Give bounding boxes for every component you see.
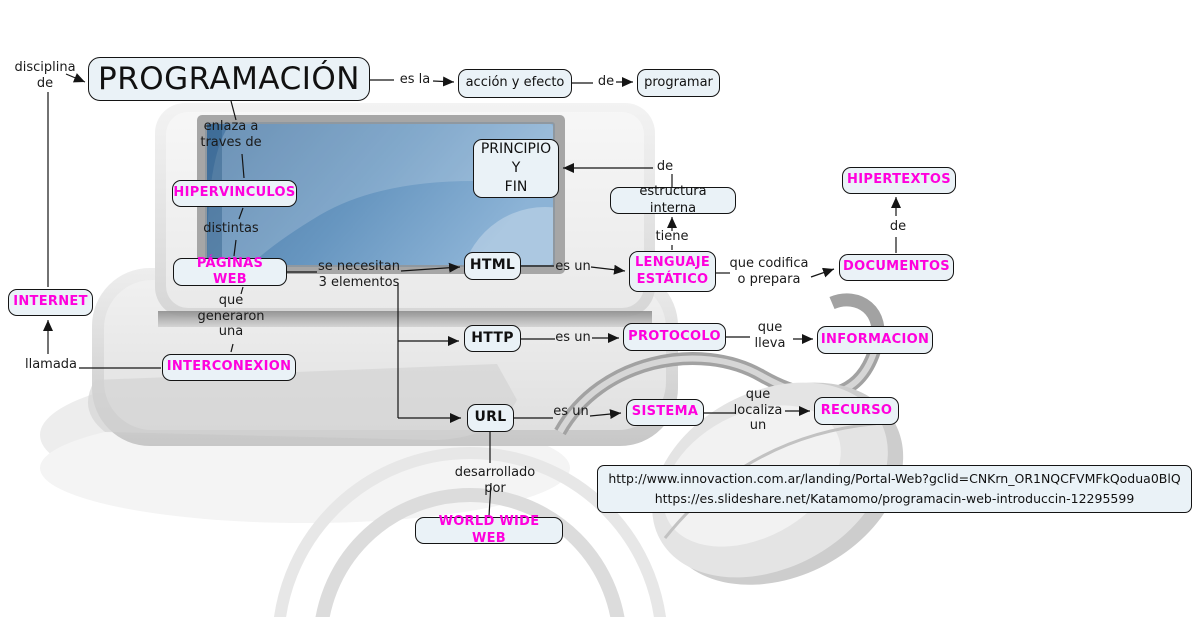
edge-distintas-paginasweb: [233, 239, 237, 257]
node-hipervinculos[interactable]: HIPERVINCULOS: [172, 180, 297, 207]
node-programar[interactable]: programar: [637, 69, 720, 97]
edge-label-que-localiza: que localiza un: [733, 387, 783, 434]
node-sistema[interactable]: SISTEMA: [626, 399, 704, 426]
node-principio-y-fin[interactable]: PRINCIPIO Y FIN: [473, 139, 559, 198]
node-recurso[interactable]: RECURSO: [814, 397, 899, 425]
edge-enlaza-hipervinculos: [241, 153, 245, 179]
edge-label-llamada: llamada: [24, 357, 78, 372]
node-informacion[interactable]: INFORMACION: [817, 326, 933, 354]
edge-label-es-un-http: es un: [555, 330, 591, 345]
edge-label-se-necesitan: se necesitan 3 elementos: [318, 259, 400, 290]
base-band: [87, 364, 518, 440]
edge-codifica-documentos: [810, 267, 835, 278]
edge-una-interconexion: [230, 343, 234, 353]
node-world-wide-web[interactable]: WORLD WIDE WEB: [415, 514, 563, 546]
edge-label-es-un-html: es un: [555, 259, 591, 274]
node-paginas-web[interactable]: PÁGINAS WEB: [173, 256, 287, 287]
edge-label-es-un-url: es un: [553, 404, 589, 419]
node-html[interactable]: HTML: [464, 252, 521, 280]
edge-label-de-principio: de: [656, 159, 674, 174]
node-hipertextos[interactable]: HIPERTEXTOS: [842, 167, 956, 194]
node-estructura-interna[interactable]: estructura interna: [610, 184, 736, 216]
cable-swirl: [274, 447, 666, 617]
edge-esun-lenguaje: [590, 264, 626, 275]
edge-label-que-generaron: que generaron una: [197, 293, 265, 340]
node-protocolo[interactable]: PROTOCOLO: [623, 323, 726, 351]
edge-label-tiene: tiene: [655, 229, 689, 244]
node-programacion[interactable]: PROGRAMACIÓN: [88, 57, 370, 101]
node-lenguaje-estatico[interactable]: LENGUAJE ESTÁTICO: [629, 251, 716, 292]
edge-label-que-lleva: que lleva: [754, 320, 786, 351]
node-http[interactable]: HTTP: [464, 325, 521, 352]
edge-label-enlaza: enlaza a traves de: [200, 119, 262, 150]
node-interconexion[interactable]: INTERCONEXION: [162, 354, 296, 381]
edge-esun-sistema: [589, 409, 622, 420]
edge-label-es-la: es la: [399, 72, 431, 87]
edge-hipervinculos-distintas: [238, 207, 244, 220]
edge-paginasweb-que: [240, 286, 244, 295]
edge-label-de-hipertextos: de: [889, 219, 907, 234]
edge-label-de-programar: de: [597, 74, 615, 89]
node-documentos[interactable]: DOCUMENTOS: [839, 254, 954, 281]
edge-senecesitan-html: [400, 262, 461, 273]
node-internet[interactable]: INTERNET: [8, 289, 93, 316]
node-url[interactable]: URL: [467, 404, 514, 432]
source-url-2: https://es.slideshare.net/Katamomo/progr…: [654, 491, 1135, 506]
edge-label-que-codifica: que codifica o prepara: [729, 256, 809, 287]
edge-programacion-enlaza: [230, 100, 237, 121]
edge-desarrollado-www: [488, 482, 492, 517]
edge-label-distintas: distintas: [203, 221, 259, 236]
source-box: http://www.innovaction.com.ar/landing/Po…: [597, 465, 1192, 513]
source-url-1: http://www.innovaction.com.ar/landing/Po…: [608, 471, 1181, 486]
hinge-band: [158, 311, 652, 327]
edge-disciplina-programacion: [65, 73, 86, 83]
edge-label-desarrollado-por: desarrollado por: [454, 465, 536, 496]
edge-esla-accion: [432, 76, 455, 87]
edge-label-disciplina-de: disciplina de: [14, 60, 76, 91]
node-accion-y-efecto[interactable]: acción y efecto: [458, 69, 572, 98]
